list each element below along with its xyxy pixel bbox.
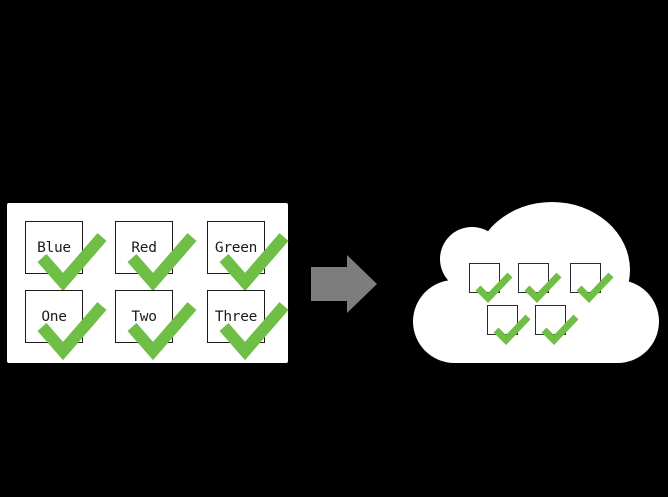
checkbox-blue: Blue xyxy=(25,221,107,292)
checkbox-green: Green xyxy=(207,221,289,292)
checkbox-label: Two xyxy=(131,308,157,325)
cloud-checkbox xyxy=(469,263,513,304)
checkbox-three: Three xyxy=(207,290,289,361)
local-checklist-panel: Blue Red Green One Two Three xyxy=(7,203,289,363)
checkbox-one: One xyxy=(25,290,107,361)
cloud-checkbox xyxy=(518,263,562,304)
cloud-group xyxy=(413,201,659,363)
checkbox-red: Red xyxy=(115,221,197,292)
cloud-checkbox xyxy=(487,305,531,346)
checkbox-label: Red xyxy=(131,239,157,256)
checkbox-label: Blue xyxy=(37,239,71,256)
cloud-checkbox xyxy=(535,305,579,346)
right-arrow-icon xyxy=(311,255,377,313)
checkbox-label: Three xyxy=(214,308,258,325)
checkbox-label: One xyxy=(41,308,67,325)
cloud-checkbox xyxy=(570,263,614,304)
checkbox-label: Green xyxy=(214,239,258,256)
checkbox-two: Two xyxy=(115,290,197,361)
